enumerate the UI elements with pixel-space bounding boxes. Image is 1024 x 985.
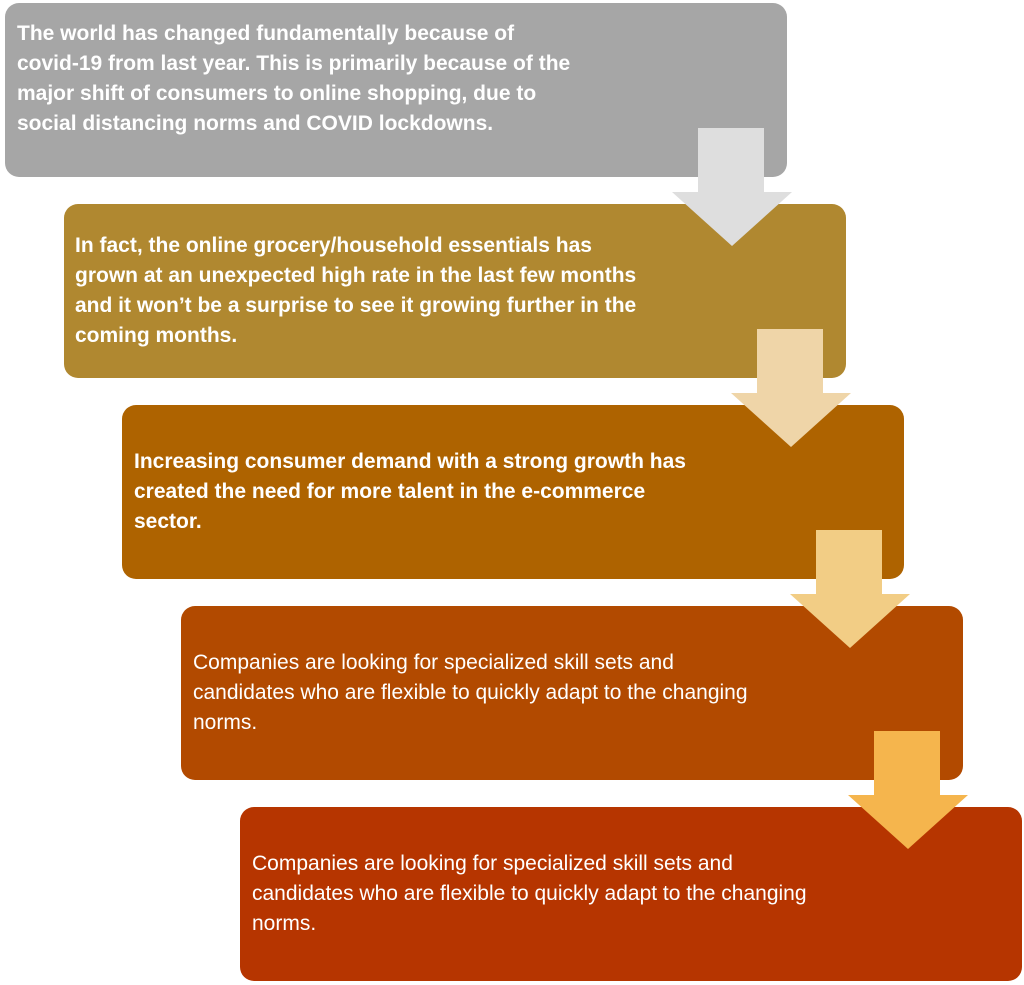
arrow-1-shape bbox=[672, 128, 792, 246]
down-arrow-icon bbox=[731, 329, 851, 447]
down-arrow-icon bbox=[672, 128, 792, 246]
arrow-2-shape bbox=[731, 329, 851, 447]
step-4-text: Companies are looking for specialized sk… bbox=[193, 651, 748, 734]
step-2-box: In fact, the online grocery/household es… bbox=[64, 204, 846, 378]
step-3-box: Increasing consumer demand with a strong… bbox=[122, 405, 904, 579]
step-3-text: Increasing consumer demand with a strong… bbox=[134, 450, 686, 533]
step-5-box: Companies are looking for specialized sk… bbox=[240, 807, 1022, 981]
arrow-3-shape bbox=[790, 530, 910, 648]
down-arrow-icon bbox=[848, 731, 968, 849]
step-1-text: The world has changed fundamentally beca… bbox=[17, 22, 571, 135]
down-arrow-icon bbox=[790, 530, 910, 648]
step-1-box: The world has changed fundamentally beca… bbox=[5, 3, 787, 177]
arrow-4-shape bbox=[848, 731, 968, 849]
step-5-text: Companies are looking for specialized sk… bbox=[252, 852, 807, 935]
step-2-text: In fact, the online grocery/household es… bbox=[75, 234, 637, 347]
step-4-box: Companies are looking for specialized sk… bbox=[181, 606, 963, 780]
